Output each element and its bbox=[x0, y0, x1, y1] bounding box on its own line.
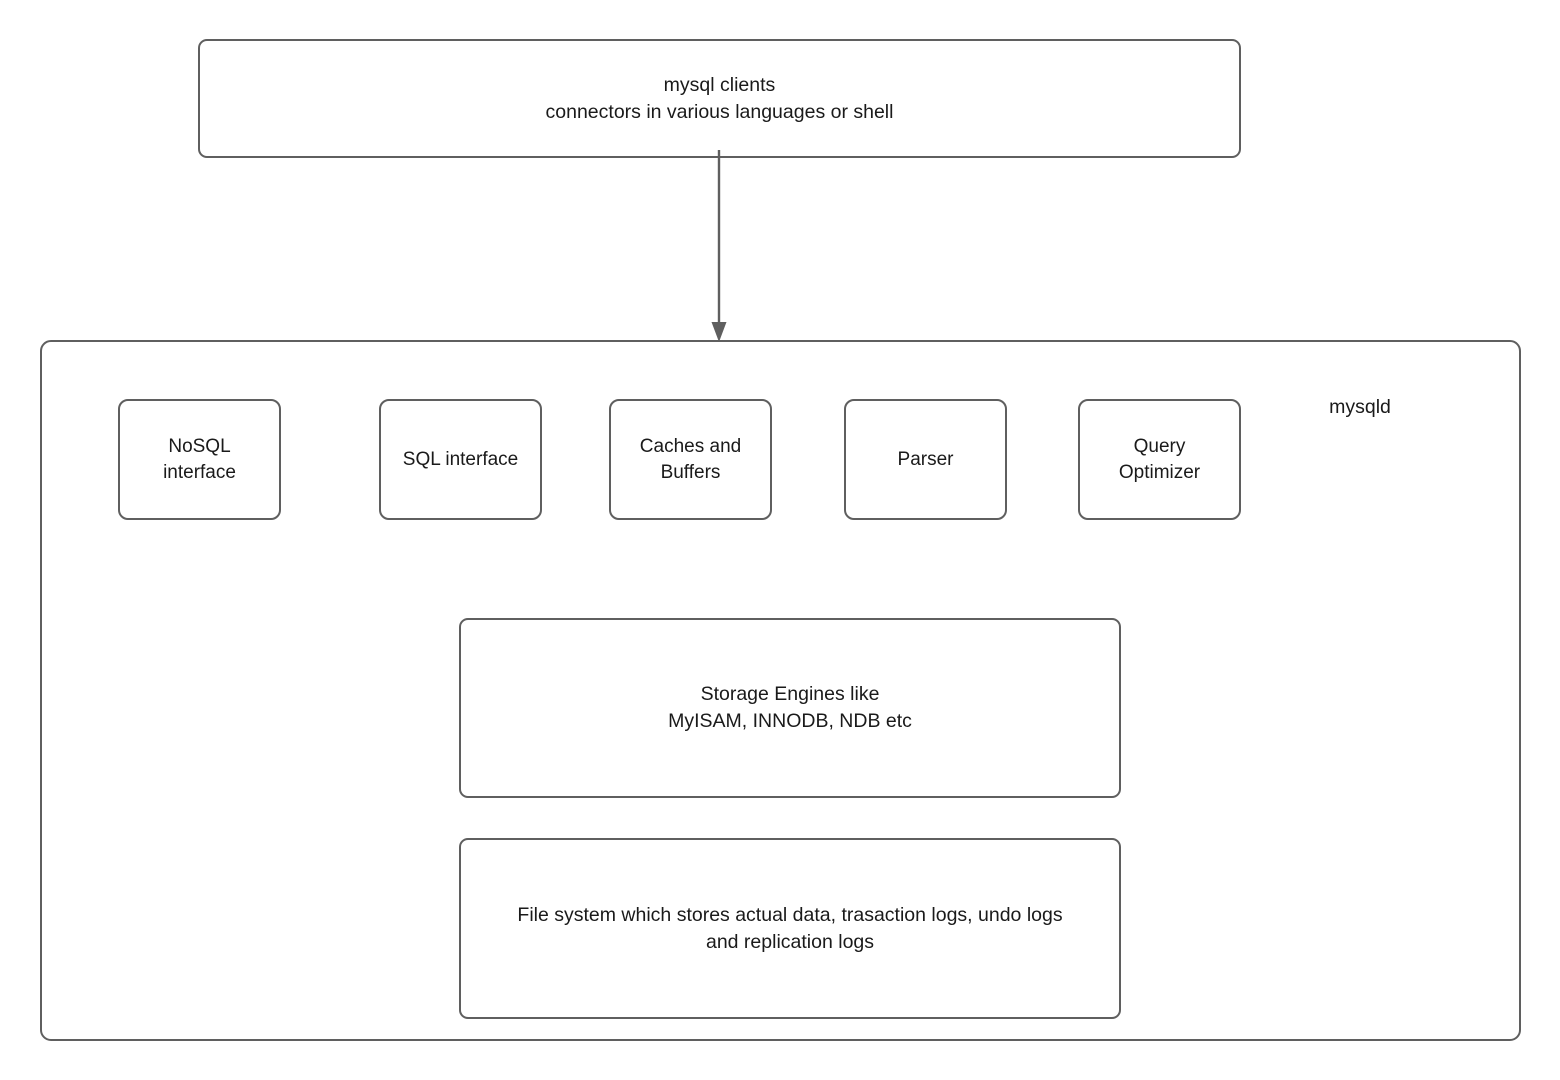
component-label: NoSQL interface bbox=[163, 435, 236, 483]
component-sql-interface[interactable]: SQL interface bbox=[379, 399, 542, 520]
component-label: Caches and Buffers bbox=[639, 435, 742, 483]
mysqld-label: mysqld bbox=[1329, 396, 1391, 418]
component-nosql-interface[interactable]: NoSQL interface bbox=[118, 399, 281, 520]
component-query-optimizer[interactable]: Query Optimizer bbox=[1078, 399, 1241, 520]
file-system-label: File system which stores actual data, tr… bbox=[517, 903, 1063, 953]
storage-engines-box[interactable]: Storage Engines like MyISAM, INNODB, NDB… bbox=[459, 618, 1121, 798]
arrow-head-icon bbox=[711, 322, 727, 342]
clients-to-mysqld-arrow bbox=[711, 150, 727, 342]
component-parser[interactable]: Parser bbox=[844, 399, 1007, 520]
mysql-clients-label: mysql clients connectors in various lang… bbox=[545, 73, 894, 123]
file-system-box[interactable]: File system which stores actual data, tr… bbox=[459, 838, 1121, 1019]
component-label: SQL interface bbox=[402, 448, 519, 470]
component-label: Parser bbox=[897, 448, 954, 470]
mysql-clients-box[interactable]: mysql clients connectors in various lang… bbox=[198, 39, 1241, 158]
storage-engines-label: Storage Engines like MyISAM, INNODB, NDB… bbox=[668, 683, 912, 732]
component-label: Query Optimizer bbox=[1118, 435, 1201, 483]
component-caches-buffers[interactable]: Caches and Buffers bbox=[609, 399, 772, 520]
